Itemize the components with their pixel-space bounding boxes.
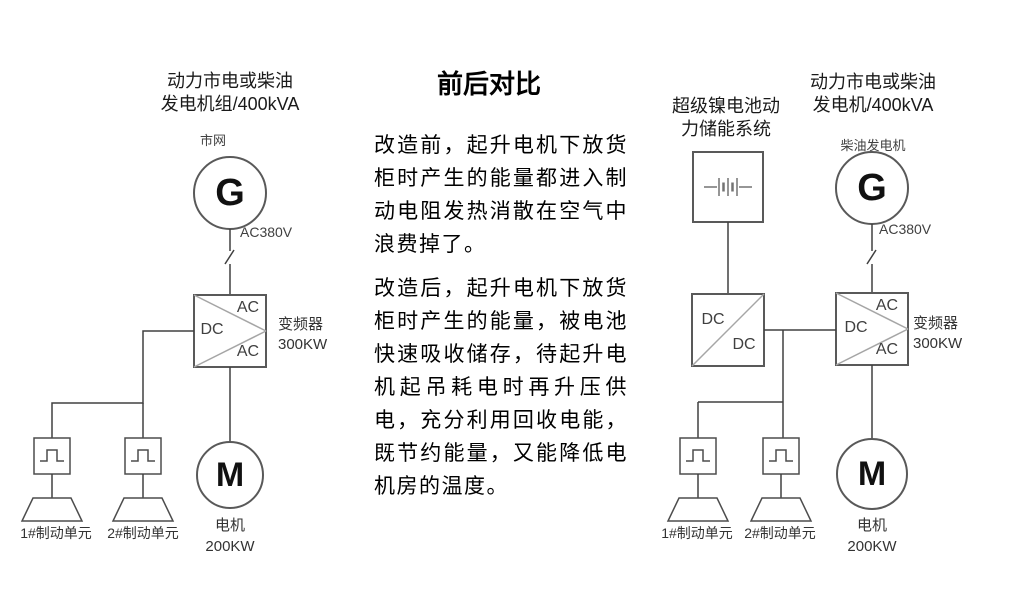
before-generator-letter: G: [215, 171, 245, 214]
battery-cells-icon: [704, 178, 752, 196]
after-inverter-ac-bottom: AC: [875, 341, 899, 358]
pulse-icon: [686, 449, 710, 462]
after-heading: 动力市电或柴油 发电机/400kVA: [810, 72, 936, 115]
before-heading: 动力市电或柴油 发电机组/400kVA: [160, 71, 300, 114]
paragraph-before: 改造前，起升电机下放货柜时产生的能量都进入制动电阻发热消散在空气中浪费掉了。: [374, 134, 628, 256]
wire-brake-bus: [51, 330, 194, 438]
disconnect-switch-icon: [866, 249, 877, 265]
before-inverter-label: 变频器 300KW: [278, 316, 328, 353]
after-dcdc-bottom: DC: [732, 336, 756, 353]
after-motor-letter: M: [857, 454, 887, 493]
after-inverter-label: 变频器 300KW: [913, 315, 963, 352]
brake-resistor: [111, 497, 175, 522]
after-generator-letter: G: [857, 166, 887, 209]
pulse-icon: [40, 449, 64, 462]
pulse-icon: [769, 449, 793, 462]
after-brake2-label: 2#制动单元: [744, 525, 816, 541]
before-grid-label: 市网: [199, 133, 226, 148]
after-brake1-label: 1#制动单元: [661, 525, 733, 541]
brake-unit-box: [124, 437, 162, 475]
brake-unit-box: [33, 437, 71, 475]
motor-circle: [836, 438, 908, 510]
page-title: 前后对比: [436, 69, 541, 99]
dcdc-diagonal: [691, 293, 765, 367]
inverter-diagonal: [193, 330, 267, 368]
before-motor-letter: M: [215, 455, 245, 494]
after-dcdc-top: DC: [701, 311, 725, 328]
before-inverter-dc: DC: [200, 321, 224, 338]
before-motor-label: 电机 200KW: [205, 517, 255, 555]
after-motor-label: 电机 200KW: [847, 517, 897, 555]
inverter-diagonal: [193, 294, 267, 332]
brake-resistor: [749, 497, 813, 522]
after-inverter-dc: DC: [844, 319, 868, 336]
after-voltage-label: AC380V: [879, 221, 932, 237]
before-inverter-ac-top: AC: [236, 299, 260, 316]
before-brake2-label: 2#制动单元: [107, 525, 179, 541]
after-battery-heading: 超级镍电池动 力储能系统: [672, 96, 780, 139]
pulse-icon: [131, 449, 155, 462]
paragraph-after: 改造后，起升电机下放货柜时产生的能量，被电池快速吸收储存，待起升电机起吊耗电时再…: [374, 277, 628, 498]
after-generator-label: 柴油发电机: [840, 138, 906, 153]
brake-resistor: [666, 497, 730, 522]
brake-unit-box: [679, 437, 717, 475]
before-inverter-ac-bottom: AC: [236, 343, 260, 360]
motor-circle: [196, 441, 264, 509]
brake-unit-box: [762, 437, 800, 475]
brake-resistor: [20, 497, 84, 522]
inverter-diagonal: [835, 328, 909, 366]
before-voltage-label: AC380V: [240, 224, 293, 240]
inverter-diagonal: [835, 292, 909, 330]
disconnect-switch-icon: [224, 249, 235, 265]
after-inverter-ac-top: AC: [875, 297, 899, 314]
before-brake1-label: 1#制动单元: [20, 525, 92, 541]
